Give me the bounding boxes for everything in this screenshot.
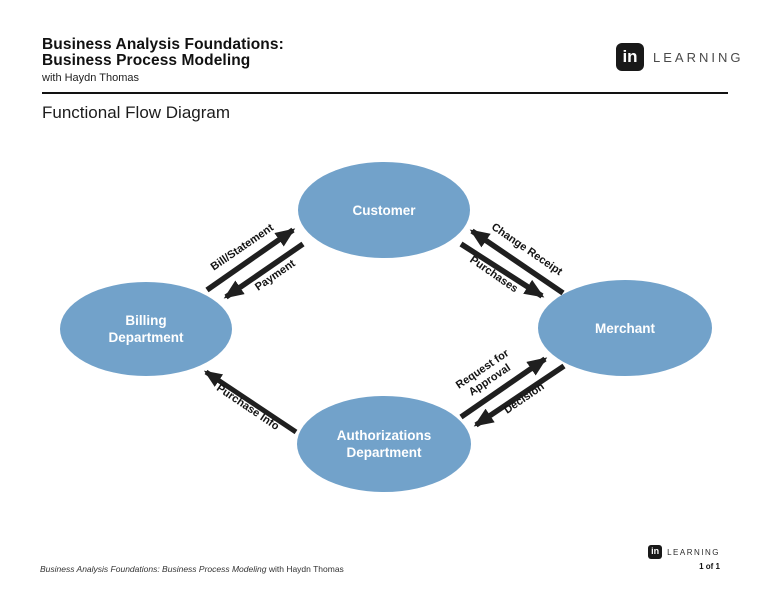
page-indicator: 1 of 1 [699,562,720,571]
slide-title: Functional Flow Diagram [42,103,231,122]
edge-purchases-arrow [459,241,545,299]
edge-label-purchase-info: Purchase Info [214,382,281,433]
authorizations-node-label-line2: Department [346,445,422,460]
footer-course-title: Business Analysis Foundations: Business … [40,564,267,574]
edge-bill-statement-arrow [205,227,296,293]
footer-author: with Haydn Thomas [268,564,344,574]
footer-linkedin-learning-logo: in LEARNING [648,545,720,559]
footer-course-info: Business Analysis Foundations: Business … [40,564,344,574]
billing-department-node [60,282,232,376]
linkedin-icon: in [616,43,644,71]
customer-node-label: Customer [352,203,416,218]
course-author: with Haydn Thomas [42,72,140,84]
edge-payment-arrow [223,241,305,300]
learning-wordmark: LEARNING [653,49,744,65]
header-divider [42,92,728,94]
edge-decision-arrow [473,363,566,428]
merchant-node-label: Merchant [595,321,656,336]
linkedin-icon-text: in [622,46,638,66]
authorizations-department-node [297,396,471,492]
linkedin-icon-small-text: in [651,546,660,556]
linkedin-icon-small: in [648,545,663,559]
authorizations-node-label-line1: Authorizations [337,428,432,443]
course-title: Business Analysis Foundations: Business … [42,37,284,69]
edge-label-request-approval: Request for Approval [454,347,513,399]
customer-node [298,162,470,258]
course-title-line1: Business Analysis Foundations: [42,36,284,53]
edge-change-receipt-arrow [469,228,565,296]
course-title-line2: Business Process Modeling [42,52,251,69]
edge-request-approval-arrow [459,356,548,420]
footer-learning-wordmark: LEARNING [667,547,720,557]
merchant-node [538,280,712,376]
billing-node-label-line2: Department [108,330,184,345]
course-header: Business Analysis Foundations: Business … [42,37,284,85]
linkedin-learning-logo: in LEARNING [616,43,743,71]
billing-node-label-line1: Billing [125,313,166,328]
edge-purchase-info-arrow [203,369,298,435]
footer-brand-block: in LEARNING 1 of 1 [648,545,720,571]
